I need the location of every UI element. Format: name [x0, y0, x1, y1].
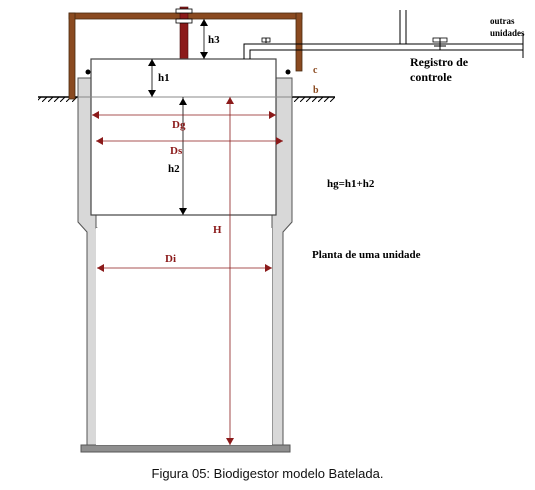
control-valve-icon — [432, 37, 448, 50]
dim-h2 — [179, 97, 187, 215]
label-outras: outras — [490, 16, 515, 26]
label-planta: Planta de uma unidade — [312, 249, 421, 261]
dim-h1 — [148, 59, 156, 97]
label-registro-line2: controle — [410, 70, 452, 84]
figure-caption: Figura 05: Biodigestor modelo Batelada. — [151, 466, 384, 481]
label-Dg: Dg — [172, 119, 186, 131]
label-H: H — [213, 224, 222, 236]
ground-right — [292, 96, 335, 102]
label-c: c — [313, 65, 318, 76]
dim-Ds — [96, 137, 283, 145]
dim-Di — [97, 264, 272, 272]
gas-bell — [90, 58, 277, 216]
dim-Dg — [92, 111, 276, 119]
label-registro-line1: Registro de — [410, 55, 469, 69]
label-b: b — [313, 85, 319, 96]
digester-pit — [96, 228, 272, 445]
connector-right — [285, 69, 291, 75]
label-Di: Di — [165, 253, 176, 265]
gas-pipe — [243, 10, 524, 59]
label-formula: hg=h1+h2 — [327, 178, 375, 190]
connector-left — [85, 69, 91, 75]
label-h1: h1 — [158, 72, 170, 84]
label-Ds: Ds — [170, 145, 183, 157]
label-unidades: unidades — [490, 28, 525, 38]
dim-h3 — [200, 19, 208, 59]
label-h3: h3 — [208, 34, 220, 46]
dim-H — [226, 97, 234, 445]
label-h2: h2 — [168, 163, 180, 175]
